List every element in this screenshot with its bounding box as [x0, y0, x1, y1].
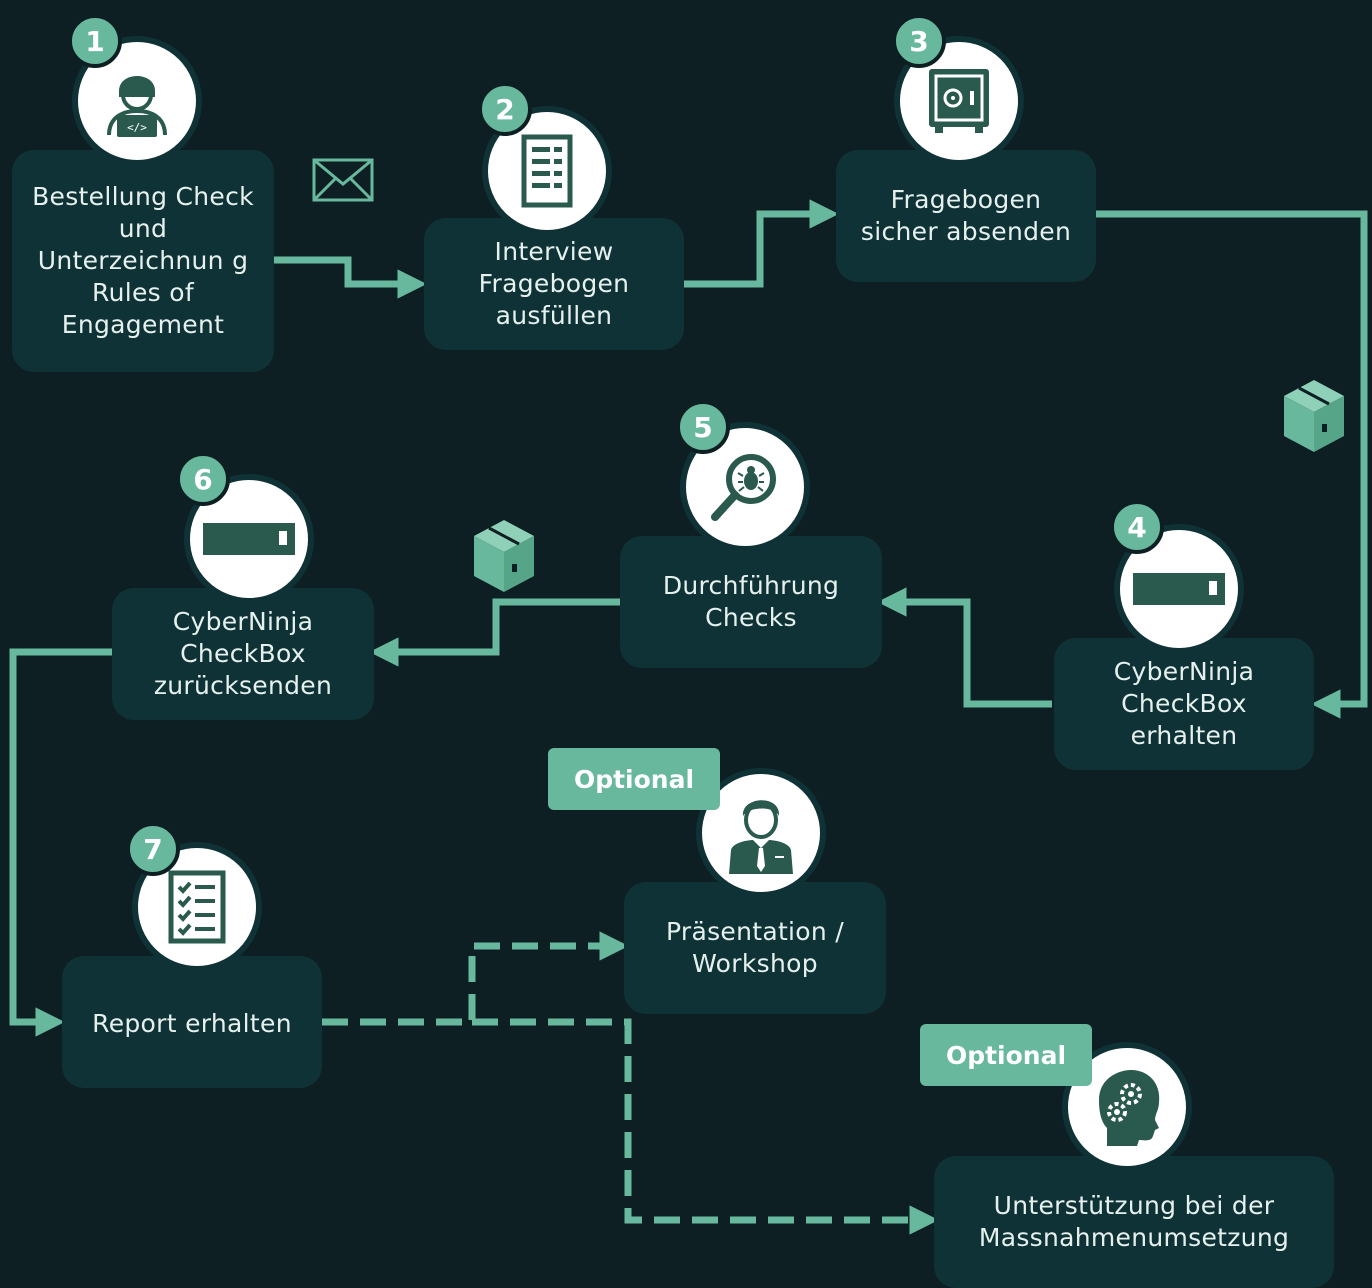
step-7-badge: 7: [126, 822, 180, 876]
step-2-badge: 2: [478, 82, 532, 136]
step-2-box: Interview Fragebogen ausfüllen: [424, 218, 684, 350]
safe-icon: [929, 69, 989, 133]
step-7-label: Report erhalten: [92, 1009, 292, 1038]
server-device-icon: [1133, 573, 1225, 605]
step-1-label: Bestellung Check und Unterzeichnun g Rul…: [32, 182, 254, 339]
optional-support-label: Unterstützung bei der Massnahmenumsetzun…: [978, 1191, 1290, 1252]
step-3-icon-circle: [894, 36, 1024, 166]
optional-presentation-icon-circle: [696, 768, 826, 898]
connector-7-presentation: [322, 931, 629, 1026]
optional-support-box: Unterstützung bei der Massnahmenumsetzun…: [934, 1156, 1334, 1288]
step-4-badge: 4: [1110, 500, 1164, 554]
step-3-box: Fragebogen sicher absenden: [836, 150, 1096, 282]
step-1-icon-circle: </>: [72, 36, 202, 166]
checklist-icon: [168, 870, 226, 944]
head-gears-icon: [1099, 1070, 1160, 1146]
step-4-box: CyberNinja CheckBox erhalten: [1054, 638, 1314, 770]
connector-4-5: [877, 587, 1052, 708]
connector-3-4: [1096, 210, 1368, 719]
developer-laptop-icon: </>: [107, 76, 167, 137]
step-7-box: Report erhalten: [62, 956, 322, 1088]
package-icon: [1282, 378, 1346, 458]
connector-7-support: [472, 1018, 939, 1235]
connector-2-3: [684, 199, 839, 288]
optional-presentation-box: Präsentation / Workshop: [624, 882, 886, 1014]
connector-1-2: [274, 256, 427, 299]
envelope-icon: [312, 158, 374, 206]
optional-presentation-tag: Optional: [548, 748, 720, 810]
step-2-icon-circle: [482, 106, 612, 236]
step-1-box: Bestellung Check und Unterzeichnun g Rul…: [12, 150, 274, 372]
step-6-badge: 6: [176, 452, 230, 506]
connector-5-6: [369, 598, 620, 667]
optional-support-tag: Optional: [920, 1024, 1092, 1086]
optional-presentation-label: Präsentation / Workshop: [665, 917, 845, 978]
svg-text:</>: </>: [127, 121, 147, 134]
businessman-icon: [729, 800, 793, 874]
step-3-badge: 3: [892, 14, 946, 68]
step-4-label: CyberNinja CheckBox erhalten: [1113, 657, 1255, 750]
server-device-icon: [203, 523, 295, 555]
step-6-label: CyberNinja CheckBox zurücksenden: [153, 607, 333, 700]
connector-6-7: [9, 648, 112, 1037]
bug-magnifier-icon: [711, 454, 776, 521]
package-icon: [472, 518, 536, 598]
step-5-box: Durchführung Checks: [620, 536, 882, 668]
step-3-label: Fragebogen sicher absenden: [860, 185, 1072, 246]
step-5-badge: 5: [676, 400, 730, 454]
step-2-label: Interview Fragebogen ausfüllen: [478, 237, 630, 330]
step-7-icon-circle: [132, 842, 262, 972]
step-5-label: Durchführung Checks: [662, 571, 840, 632]
step-6-box: CyberNinja CheckBox zurücksenden: [112, 588, 374, 720]
form-document-icon: [521, 134, 573, 208]
step-1-badge: 1: [68, 14, 122, 68]
